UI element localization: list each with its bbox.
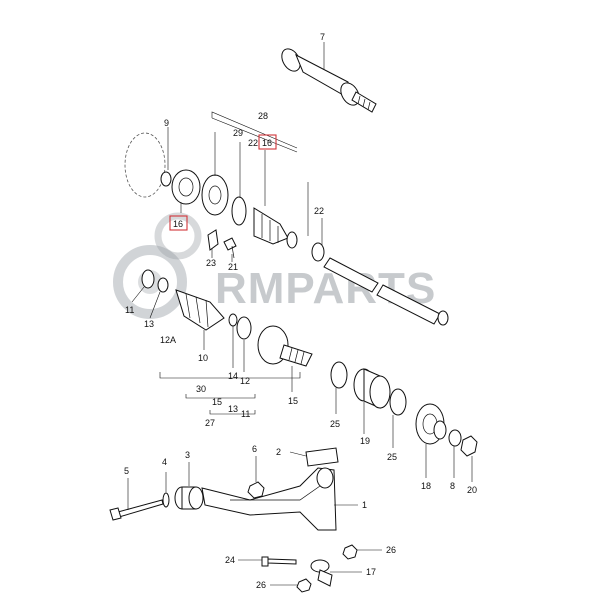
callout-27[interactable]: 27 <box>205 418 215 428</box>
callout-22-upper[interactable]: 22 <box>248 138 258 148</box>
callout-1[interactable]: 1 <box>362 500 367 510</box>
part-15-outer-joint[interactable] <box>257 325 313 367</box>
bolt-circle-outline <box>124 132 166 198</box>
part-1-control-arm[interactable] <box>201 467 337 531</box>
part-24-bolt[interactable] <box>261 556 297 567</box>
clamp-ring-upper[interactable] <box>286 231 298 249</box>
part-29-flange[interactable] <box>201 174 229 216</box>
part-8-washer[interactable] <box>448 429 462 447</box>
callout-12a[interactable]: 12A <box>160 335 176 345</box>
part-6-nut[interactable] <box>247 481 265 499</box>
highlight-box-16-lower <box>169 215 188 231</box>
callout-16-upper[interactable]: 16 <box>262 138 272 148</box>
callout-8[interactable]: 8 <box>450 481 455 491</box>
callout-3[interactable]: 3 <box>185 450 190 460</box>
highlight-box-16-upper <box>258 134 277 150</box>
part-13-washer[interactable] <box>157 277 169 293</box>
axle-shaft-middle[interactable] <box>323 257 449 326</box>
callout-25-left[interactable]: 25 <box>330 419 340 429</box>
leader-lines <box>127 42 473 586</box>
callout-5[interactable]: 5 <box>124 466 129 476</box>
callout-23[interactable]: 23 <box>206 258 216 268</box>
callout-7[interactable]: 7 <box>320 32 325 42</box>
callout-26-upper[interactable]: 26 <box>386 545 396 555</box>
callout-26-lower[interactable]: 26 <box>256 580 266 590</box>
callout-16-lower[interactable]: 16 <box>173 219 183 229</box>
callout-24[interactable]: 24 <box>225 555 235 565</box>
part-19-wheel-bearing[interactable] <box>353 368 391 409</box>
callout-20[interactable]: 20 <box>467 485 477 495</box>
clamp-ring-22[interactable] <box>311 242 325 262</box>
callout-25-right[interactable]: 25 <box>387 452 397 462</box>
callout-11-upper[interactable]: 11 <box>125 305 134 315</box>
callout-13-upper[interactable]: 13 <box>144 319 154 329</box>
callout-11-group[interactable]: 11 <box>241 409 250 419</box>
callout-6[interactable]: 6 <box>252 444 257 454</box>
part-9-seal[interactable] <box>160 171 172 187</box>
callout-9[interactable]: 9 <box>164 118 169 128</box>
part-25-circlip-left[interactable] <box>330 361 348 389</box>
part-17-ball-joint[interactable] <box>310 559 333 587</box>
part-25-circlip-right[interactable] <box>389 388 407 416</box>
callout-12[interactable]: 12 <box>240 376 250 386</box>
callout-labels: 7 9 28 29 22 16 16 22 23 21 11 13 12A 10… <box>124 32 477 590</box>
callout-2[interactable]: 2 <box>276 447 281 457</box>
callout-22-lower[interactable]: 22 <box>314 206 324 216</box>
callout-17[interactable]: 17 <box>366 567 376 577</box>
part-18-wheel-hub[interactable] <box>415 403 447 445</box>
part-7-drive-shaft[interactable] <box>278 46 377 113</box>
part-16-cv-joint[interactable] <box>171 169 201 205</box>
part-12-clip[interactable] <box>236 316 252 340</box>
callout-4[interactable]: 4 <box>162 457 167 467</box>
part-14-clamp[interactable] <box>228 313 238 327</box>
part-4-washer[interactable] <box>162 492 170 508</box>
callout-14[interactable]: 14 <box>228 371 238 381</box>
watermark: RMPARTS <box>113 212 435 319</box>
part-26-nut-upper[interactable] <box>342 544 358 560</box>
callout-29[interactable]: 29 <box>233 128 243 138</box>
part-3-bushing[interactable] <box>174 486 204 510</box>
part-21-bolt[interactable] <box>223 237 237 259</box>
part-11-circlip[interactable] <box>141 269 155 289</box>
circlip[interactable] <box>231 196 247 226</box>
callout-21[interactable]: 21 <box>228 262 238 272</box>
callout-19[interactable]: 19 <box>360 436 370 446</box>
callout-18[interactable]: 18 <box>421 481 431 491</box>
callout-15-right[interactable]: 15 <box>288 396 298 406</box>
part-23-plate[interactable] <box>207 229 219 251</box>
callout-10[interactable]: 10 <box>198 353 208 363</box>
callout-15-group[interactable]: 15 <box>212 397 222 407</box>
part-20-nut[interactable] <box>460 435 478 457</box>
part-26-nut-lower[interactable] <box>296 578 312 593</box>
callout-30[interactable]: 30 <box>196 384 206 394</box>
part-28-boot[interactable] <box>253 207 289 245</box>
part-10-boot[interactable] <box>175 289 225 331</box>
callout-28[interactable]: 28 <box>258 111 268 121</box>
callout-13-group[interactable]: 13 <box>228 404 238 414</box>
part-5-bolt[interactable] <box>109 499 164 521</box>
part-2-bracket[interactable] <box>305 447 339 467</box>
